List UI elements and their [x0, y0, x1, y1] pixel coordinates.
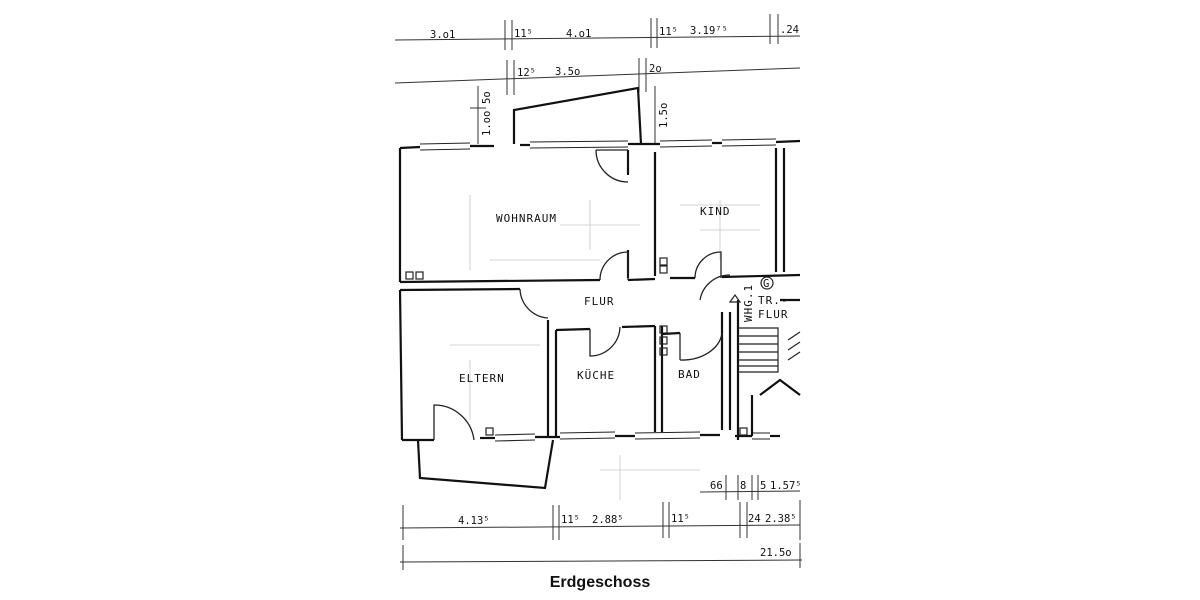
dim-bottom-total: 21.5o	[760, 547, 792, 559]
dim-top-20: 2o	[649, 63, 662, 75]
dim-vert-1-00: 1.oo	[481, 111, 493, 136]
door-swings	[433, 149, 731, 441]
triangle-marker	[728, 293, 742, 303]
vertical-dimensions: 5o 1.oo 1.5o	[470, 86, 670, 144]
room-label-tr-flur-1: TR.-	[758, 294, 789, 307]
dim-top-3-19-75: 3.19⁷⁵	[690, 25, 728, 37]
marker-g: G	[760, 276, 774, 290]
room-label-tr-flur-2: FLUR	[758, 308, 789, 321]
dim-top-12-5: 12⁵	[517, 67, 536, 79]
room-label-flur: FLUR	[584, 295, 615, 308]
room-label-bad: BAD	[678, 368, 701, 381]
dim-bottom-2-88-5: 2.88⁵	[592, 514, 624, 526]
dim-top-11-5-b: 11⁵	[659, 26, 678, 38]
top-dimension-chain-1: 3.o1 11⁵ 4.o1 11⁵ 3.19⁷⁵ .24	[394, 14, 801, 50]
svg-text:G: G	[763, 278, 769, 290]
dim-top-24: .24	[780, 24, 799, 36]
south-terrace-outline	[416, 439, 555, 490]
dim-bottom-11-5-b: 11⁵	[671, 513, 690, 525]
dim-vert-50: 5o	[481, 91, 493, 104]
dim-bottom-5: 5	[760, 480, 766, 492]
room-label-eltern: ELTERN	[459, 372, 505, 385]
dim-bottom-1-57-5: 1.57⁵	[770, 480, 802, 492]
plan-caption: Erdgeschoss	[549, 574, 651, 591]
dim-bottom-4-13-5: 4.13⁵	[458, 515, 490, 527]
room-label-kind: KIND	[700, 205, 731, 218]
staircase	[738, 327, 801, 373]
windows	[419, 138, 777, 442]
dim-vert-1-50: 1.5o	[658, 103, 670, 128]
bottom-dimension-chain-2: 4.13⁵ 11⁵ 2.88⁵ 11⁵ 24 2.38⁵	[399, 500, 801, 540]
north-terrace-outline	[512, 86, 643, 145]
chimney-flues	[405, 257, 748, 436]
room-label-whg1: WHG.1	[742, 284, 755, 322]
dim-top-11-5-a: 11⁵	[514, 28, 533, 40]
dim-top-3-50: 3.5o	[555, 66, 580, 78]
dim-bottom-11-5-a: 11⁵	[561, 514, 580, 526]
bottom-dimension-total: 21.5o	[399, 543, 803, 570]
dim-bottom-2-38-5: 2.38⁵	[765, 513, 797, 525]
dim-bottom-66: 66	[710, 480, 723, 492]
interior-walls	[399, 148, 801, 440]
dim-bottom-24: 24	[748, 513, 761, 525]
bottom-dimension-chain-1: 66 8 5 1.57⁵	[699, 475, 802, 500]
dim-top-3-01: 3.o1	[430, 29, 455, 41]
room-label-kueche: KÜCHE	[577, 369, 615, 382]
dim-bottom-8: 8	[740, 480, 746, 492]
dim-top-4-01: 4.o1	[566, 28, 591, 40]
top-dimension-chain-2: 12⁵ 3.5o 2o	[394, 58, 801, 95]
background-ghost-lines	[450, 195, 760, 500]
room-label-wohnraum: WOHNRAUM	[496, 212, 557, 225]
